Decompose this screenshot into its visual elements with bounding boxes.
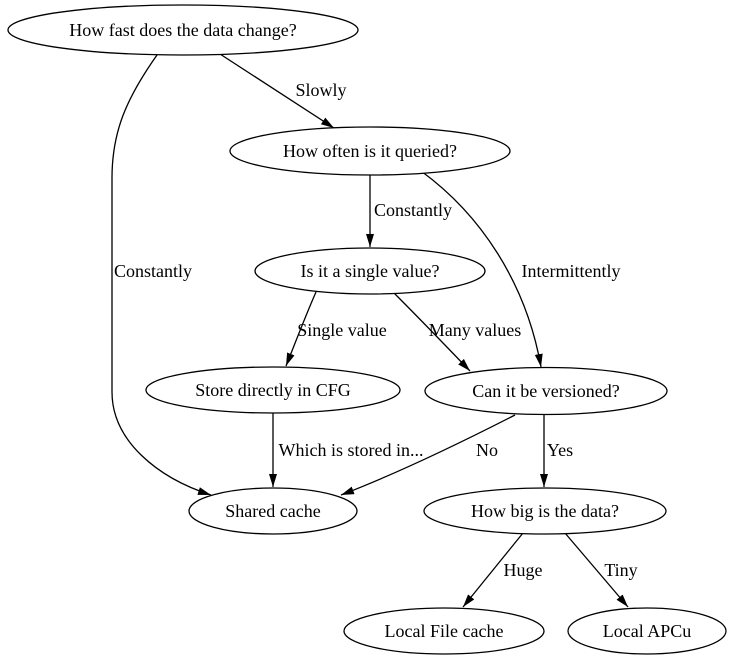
node-label-q-queried: How often is it queried? — [283, 141, 457, 161]
edges-layer: SlowlyConstantlyConstantlyIntermittently… — [111, 53, 638, 608]
node-label-store-cfg: Store directly in CFG — [195, 380, 351, 400]
nodes-layer: How fast does the data change? How often … — [7, 4, 727, 655]
edge-label-q-single-value-to-q-versioned: Many values — [429, 320, 521, 340]
edge-label-q-queried-to-q-single-value: Constantly — [374, 200, 452, 220]
edge-label-q-single-value-to-store-cfg: Single value — [297, 320, 386, 340]
node-ellipse-shared-cache — [188, 487, 358, 535]
node-label-local-file: Local File cache — [385, 621, 504, 641]
node-ellipse-local-apcu — [567, 607, 727, 655]
edge-label-q-queried-to-q-versioned: Intermittently — [522, 261, 621, 281]
node-local-apcu: Local APCu — [567, 607, 727, 655]
edge-label-q-big-data-to-local-apcu: Tiny — [604, 560, 637, 580]
edge-label-q-data-change-to-shared-cache: Constantly — [114, 261, 192, 281]
node-label-q-single-value: Is it a single value? — [301, 261, 440, 281]
node-ellipse-local-file — [343, 607, 545, 655]
node-q-big-data: How big is the data? — [423, 487, 667, 535]
node-ellipse-q-big-data — [423, 487, 667, 535]
edge-q-data-change-to-q-queried — [219, 53, 335, 129]
node-label-shared-cache: Shared cache — [225, 501, 320, 521]
node-ellipse-q-queried — [229, 126, 511, 176]
edge-q-single-value-to-q-versioned — [392, 291, 471, 372]
node-ellipse-q-versioned — [424, 366, 668, 416]
node-q-versioned: Can it be versioned? — [424, 366, 668, 416]
edge-q-data-change-to-shared-cache — [111, 54, 212, 496]
edge-q-big-data-to-local-apcu — [564, 532, 629, 608]
node-ellipse-q-data-change — [7, 4, 359, 56]
node-store-cfg: Store directly in CFG — [145, 366, 401, 414]
node-local-file: Local File cache — [343, 607, 545, 655]
edge-label-store-cfg-to-shared-cache: Which is stored in... — [279, 440, 424, 460]
edge-q-queried-to-q-versioned — [420, 170, 543, 368]
edge-label-q-big-data-to-local-file: Huge — [504, 560, 543, 580]
node-ellipse-q-single-value — [254, 247, 486, 295]
node-ellipse-store-cfg — [145, 366, 401, 414]
edge-q-big-data-to-local-file — [462, 532, 524, 608]
node-q-single-value: Is it a single value? — [254, 247, 486, 295]
edge-q-versioned-to-shared-cache — [340, 414, 516, 496]
node-label-q-data-change: How fast does the data change? — [69, 20, 296, 40]
node-shared-cache: Shared cache — [188, 487, 358, 535]
edge-q-single-value-to-store-cfg — [285, 291, 317, 367]
node-label-local-apcu: Local APCu — [603, 621, 692, 641]
edge-label-q-versioned-to-q-big-data: Yes — [547, 440, 573, 460]
node-q-data-change: How fast does the data change? — [7, 4, 359, 56]
node-q-queried: How often is it queried? — [229, 126, 511, 176]
node-label-q-versioned: Can it be versioned? — [472, 381, 619, 401]
edge-label-q-versioned-to-shared-cache: No — [476, 440, 498, 460]
node-label-q-big-data: How big is the data? — [471, 501, 619, 521]
edge-label-q-data-change-to-q-queried: Slowly — [295, 80, 346, 100]
